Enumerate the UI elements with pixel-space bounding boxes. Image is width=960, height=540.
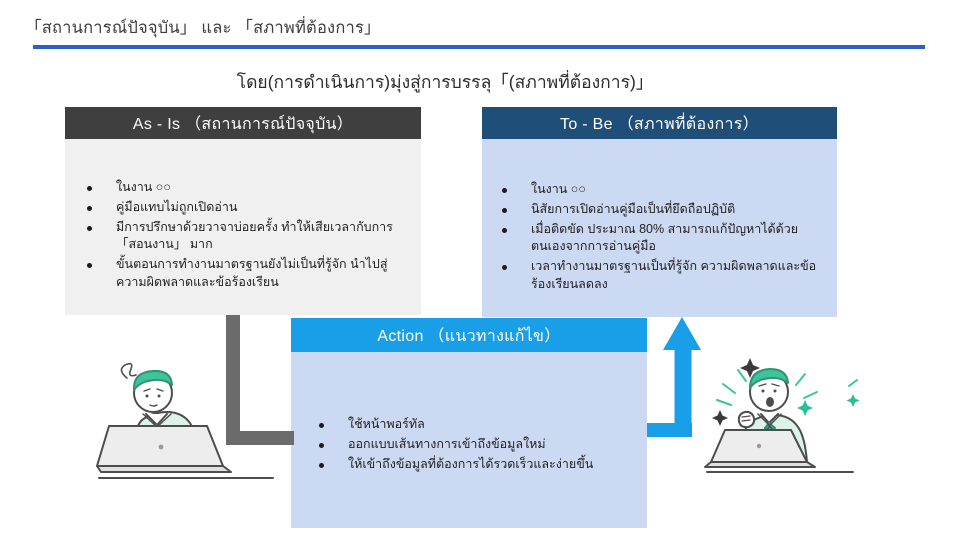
list-item: เมื่อติดขัด ประมาณ 80% สามารถแก้ปัญหาได้…: [502, 221, 821, 257]
bullet-icon: [502, 227, 507, 233]
as-is-box: As - Is （สถานการณ์ปัจจุบัน） ในงาน ○○ คู่ม…: [65, 107, 421, 315]
confusion-scribble-icon: [120, 362, 137, 379]
list-item: ใช้หน้าพอร์ทัล: [319, 416, 631, 434]
list-item: มีการปรึกษาด้วยวาจาบ่อยครั้ง ทำให้เสียเว…: [87, 219, 403, 255]
action-bullet-list: ใช้หน้าพอร์ทัลออกแบบเส้นทางการเข้าถึงข้อ…: [291, 352, 647, 528]
bullet-icon: [319, 442, 324, 448]
laptop-icon: [704, 429, 816, 468]
bullet-icon: [87, 186, 92, 191]
bullet-text: ในงาน ○○: [531, 182, 586, 196]
to-be-header: To - Be （สภาพที่ต้องการ）: [482, 107, 837, 139]
title-underline: [33, 45, 925, 49]
bullet-text: นิสัยการเปิดอ่านคู่มือเป็นที่ยึดถือปฏิบั…: [531, 201, 736, 216]
to-be-box: To - Be （สภาพที่ต้องการ） ในงาน ○○ นิสัยกา…: [482, 107, 837, 317]
as-is-header: As - Is （สถานการณ์ปัจจุบัน）: [65, 107, 421, 139]
bullet-text: ใช้หน้าพอร์ทัล: [348, 417, 425, 431]
bullet-icon: [502, 188, 507, 193]
list-item: นิสัยการเปิดอ่านคู่มือเป็นที่ยึดถือปฏิบั…: [502, 201, 821, 219]
bullet-icon: [319, 462, 324, 468]
bullet-text: คู่มือแทบไม่ถูกเปิดอ่าน: [116, 199, 238, 214]
bullet-icon: [87, 205, 92, 211]
list-item: ในงาน ○○: [87, 179, 403, 197]
gray-elbow-connector-vertical: [226, 315, 240, 445]
action-box: Action （แนวทางแก้ไข） ใช้หน้าพอร์ทัลออกแบ…: [291, 318, 647, 528]
as-is-bullet-list: ในงาน ○○ คู่มือแทบไม่ถูกเปิดอ่านมีการปรึก…: [65, 139, 421, 315]
subtitle: โดย(การดำเนินการ)มุ่งสู่การบรรลุ「(สภาพที…: [236, 72, 654, 92]
blue-up-arrow-icon: [647, 317, 701, 437]
bullet-icon: [502, 207, 507, 213]
sunburst-lines-icon: [716, 369, 858, 406]
list-item: ออกแบบเส้นทางการเข้าถึงข้อมูลใหม่: [319, 436, 631, 454]
bullet-text: ออกแบบเส้นทางการเข้าถึงข้อมูลใหม่: [348, 436, 546, 451]
laptop-icon: [96, 425, 232, 473]
bullet-icon: [319, 423, 324, 428]
bullet-text: เมื่อติดขัด ประมาณ 80% สามารถแก้ปัญหาได้…: [531, 221, 799, 254]
action-header: Action （แนวทางแก้ไข）: [291, 318, 647, 352]
list-item: ให้เข้าถึงข้อมูลที่ต้องการได้รวดเร็วและง…: [319, 456, 631, 474]
bullet-icon: [87, 263, 92, 268]
bullet-text: ในงาน ○○: [116, 180, 171, 194]
list-item: ในงาน ○○: [502, 181, 821, 199]
page-title: 「สถานการณ์ปัจจุบัน」 และ 「สภาพที่ต้องการ」: [25, 19, 381, 37]
list-item: เวลาทำงานมาตรฐานเป็นที่รู้จัก ความผิดพลา…: [502, 258, 821, 294]
list-item: ขั้นตอนการทำงานมาตรฐานยังไม่เป็นที่รู้จั…: [87, 256, 403, 292]
bullet-text: มีการปรึกษาด้วยวาจาบ่อยครั้ง ทำให้เสียเว…: [116, 219, 393, 252]
to-be-bullet-list: ในงาน ○○ นิสัยการเปิดอ่านคู่มือเป็นที่ยึด…: [482, 139, 837, 317]
bullet-text: เวลาทำงานมาตรฐานเป็นที่รู้จัก ความผิดพลา…: [531, 259, 817, 291]
gray-elbow-connector-horizontal: [226, 431, 294, 445]
sparkle-icon: [712, 358, 860, 426]
list-item: คู่มือแทบไม่ถูกเปิดอ่าน: [87, 199, 403, 217]
bullet-text: ขั้นตอนการทำงานมาตรฐานยังไม่เป็นที่รู้จั…: [116, 257, 388, 289]
bullet-icon: [502, 265, 507, 270]
bullet-text: ให้เข้าถึงข้อมูลที่ต้องการได้รวดเร็วและง…: [348, 456, 594, 471]
cheering-worker-illustration: [704, 358, 860, 473]
bullet-icon: [87, 225, 92, 231]
confused-worker-illustration: [96, 362, 274, 479]
